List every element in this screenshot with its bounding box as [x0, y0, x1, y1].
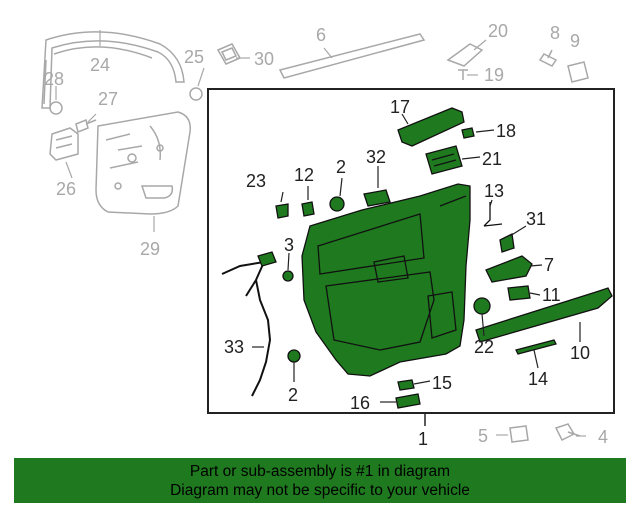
- part-13-harness: [483, 202, 503, 227]
- part-24-frame-molding: [41, 31, 185, 109]
- part-10-trim-strip: [475, 287, 613, 343]
- part-8-bolt: [538, 49, 558, 67]
- callout-28: 28: [44, 69, 65, 89]
- callout-14: 14: [528, 369, 549, 389]
- callout-26: 26: [56, 179, 77, 199]
- part-14-strip: [515, 339, 557, 355]
- callout-29: 29: [140, 239, 161, 259]
- part-22-grille: [473, 297, 491, 315]
- info-banner: Part or sub-assembly is #1 in diagram Di…: [14, 458, 626, 503]
- callout-1: 1: [418, 429, 429, 449]
- callout-10: 10: [570, 343, 591, 363]
- part-11-switch: [507, 285, 531, 301]
- callout-2-lower: 2: [288, 385, 299, 405]
- callout-2-upper: 2: [336, 157, 347, 177]
- callout-8: 8: [550, 23, 561, 43]
- callout-5: 5: [478, 426, 489, 446]
- callout-7: 7: [544, 255, 555, 275]
- part-27-screw: [75, 118, 97, 134]
- callout-24: 24: [90, 55, 111, 75]
- callout-12: 12: [294, 165, 315, 185]
- part-21-window-switch: [425, 145, 463, 175]
- assembly-frame: [207, 88, 615, 414]
- part-12-screw: [301, 201, 315, 217]
- callout-11: 11: [542, 285, 561, 305]
- part-7-handle: [485, 255, 533, 283]
- callout-9: 9: [570, 31, 581, 51]
- part-28-clip: [49, 101, 63, 115]
- part-19-pushpin: [458, 69, 468, 80]
- part-33-wiring: [221, 261, 272, 397]
- part-31-lamp: [499, 233, 515, 253]
- callout-6: 6: [316, 25, 327, 45]
- part-30-seal: [216, 43, 242, 65]
- part-32-retainer: [363, 189, 391, 207]
- callout-32: 32: [366, 147, 387, 167]
- highlighted-parts: [221, 107, 613, 409]
- part-1-door-trim-panel: [301, 183, 471, 377]
- part-5-clip: [509, 425, 529, 443]
- banner-line-2: Diagram may not be specific to your vehi…: [170, 482, 470, 499]
- callout-20: 20: [488, 21, 509, 41]
- part-2-pushpin-upper: [329, 196, 345, 212]
- callout-4: 4: [598, 427, 609, 447]
- muted-parts: [41, 31, 589, 443]
- callout-18: 18: [496, 121, 517, 141]
- callout-15: 15: [432, 373, 453, 393]
- part-18-switch: [461, 127, 475, 139]
- part-6-belt-molding: [278, 33, 426, 79]
- part-9-cap: [567, 61, 589, 83]
- callout-19: 19: [484, 65, 505, 85]
- part-4-screw: [554, 423, 581, 442]
- callout-17: 17: [390, 97, 411, 117]
- part-25-grommet: [189, 87, 203, 101]
- callout-27: 27: [98, 89, 119, 109]
- callout-16: 16: [350, 393, 371, 413]
- part-16-reflector: [395, 393, 421, 409]
- callout-33: 33: [224, 337, 245, 357]
- part-2-pushpin-lower: [287, 349, 301, 363]
- callout-30: 30: [254, 49, 275, 69]
- part-20-trim: [446, 43, 484, 67]
- callout-21: 21: [482, 149, 503, 169]
- part-17-bezel: [397, 107, 465, 147]
- part-23-clip: [275, 203, 289, 219]
- callout-3: 3: [284, 235, 295, 255]
- parts-diagram: [41, 30, 615, 443]
- part-33-connector: [257, 251, 277, 267]
- callout-25: 25: [184, 47, 205, 67]
- part-29-deflector: [95, 111, 191, 215]
- part-15-clip: [397, 379, 415, 391]
- callout-22: 22: [474, 337, 495, 357]
- callout-31: 31: [526, 209, 547, 229]
- banner-line-1: Part or sub-assembly is #1 in diagram: [189, 463, 451, 480]
- part-26-bracket: [49, 127, 79, 161]
- part-3-fastener: [282, 270, 294, 282]
- callout-23: 23: [246, 171, 267, 191]
- callout-13: 13: [484, 181, 505, 201]
